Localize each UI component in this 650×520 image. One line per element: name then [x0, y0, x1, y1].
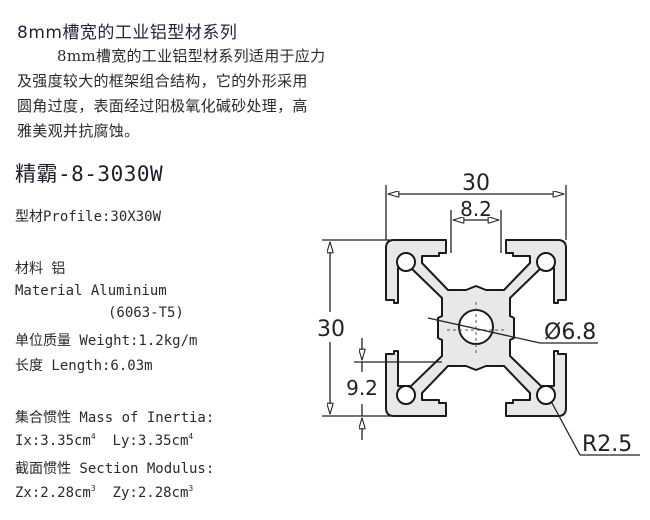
zx-value: Zx:2.28cm — [15, 485, 91, 501]
corner-hole-br — [536, 385, 556, 405]
ly-exponent: 4 — [188, 432, 194, 441]
corner-radius-leader — [551, 402, 640, 456]
width-dim-label: 30 — [462, 171, 490, 196]
width-dimension — [385, 185, 567, 240]
material-en: Material Aluminium — [15, 283, 167, 299]
intro-line-1: 8mm槽宽的工业铝型材系列适用于应力 — [57, 47, 326, 65]
corner-hole-bl — [396, 385, 416, 405]
intro-line-2: 及强度较大的框架组合结构，它的外形采用 — [17, 72, 308, 90]
profile-spec: 型材Profile:30X30W — [15, 209, 162, 225]
intro-line-4: 雅美观并抗腐蚀。 — [17, 122, 140, 140]
weight-spec: 单位质量 Weight:1.2kg/m — [15, 333, 198, 349]
height-dim-label: 30 — [317, 317, 345, 342]
corner-radius-dim-label: R2.5 — [582, 432, 632, 457]
zx-exponent: 3 — [90, 484, 96, 493]
page-title: 8mm槽宽的工业铝型材系列 — [17, 23, 238, 43]
inertia-label: 集合惯性 Mass of Inertia: — [15, 410, 215, 426]
ly-value: Ly:3.35cm — [112, 433, 189, 449]
slot-dimension — [450, 210, 502, 253]
ix-exponent: 4 — [90, 432, 96, 441]
length-spec: 长度 Length:6.03m — [15, 358, 153, 374]
material-cn: 材料 铝 — [15, 261, 66, 277]
zy-value: Zy:2.28cm — [112, 485, 189, 501]
alloy-grade: (6063-T5) — [108, 305, 184, 321]
corner-hole-tr — [536, 252, 556, 272]
slot-depth-dimension — [354, 338, 442, 440]
modulus-label: 截面惯性 Section Modulus: — [15, 461, 215, 477]
slot-depth-dim-label: 9.2 — [346, 376, 378, 400]
zy-exponent: 3 — [188, 484, 194, 493]
ix-value: Ix:3.35cm — [15, 433, 91, 449]
center-hole-dim-label: Ø6.8 — [544, 320, 596, 345]
center-hole-leader — [427, 317, 598, 344]
intro-line-3: 圆角过度，表面经过阳极氧化碱砂处理，高 — [17, 97, 308, 115]
modulus-values: Zx:2.28cm3 Zy:2.28cm3 — [15, 484, 193, 501]
slot-dim-label: 8.2 — [460, 197, 492, 221]
corner-hole-tl — [396, 252, 416, 272]
inertia-values: Ix:3.35cm4 Ly:3.35cm4 — [15, 432, 193, 449]
height-dimension — [322, 239, 394, 417]
model-name: 精霸-8-3030W — [15, 162, 164, 186]
